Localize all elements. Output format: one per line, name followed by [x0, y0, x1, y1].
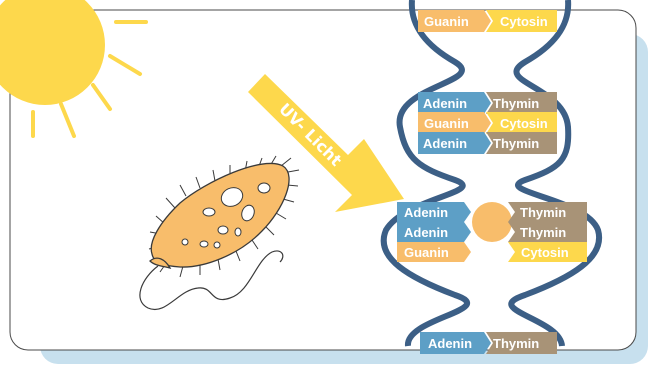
damaged-base-pairs: Adenin Adenin Guanin Thymin Thymin Cytos…: [397, 202, 587, 262]
base-adenin: [420, 332, 491, 354]
organism-vacuoles: [181, 182, 271, 249]
base-thymin: [486, 132, 557, 154]
base-pair-guanin-cytosin: Guanin Cytosin: [418, 112, 557, 134]
base-adenin: [418, 132, 491, 154]
base-adenin-label: Adenin: [423, 96, 467, 111]
base-thymin-label: Thymin: [493, 336, 539, 351]
sun-ray: [91, 83, 112, 111]
base-adenin-label: Adenin: [423, 136, 467, 151]
sun-ray: [108, 54, 142, 76]
base-pair-adenin-thymin: Adenin Thymin: [418, 92, 557, 114]
base-thymin-label: Thymin: [493, 96, 539, 111]
organism-icon: [139, 155, 300, 311]
base-cytosin-label: Cytosin: [500, 116, 548, 131]
base-guanin: [418, 10, 491, 32]
helix-strand-right: [508, 0, 603, 347]
sun-disc: [0, 0, 105, 105]
base-pair-adenin-thymin: Adenin Thymin: [418, 132, 557, 154]
base-thymin: [508, 222, 587, 242]
helix-strand-left: [380, 0, 470, 347]
base-guanin-label: Guanin: [404, 245, 449, 260]
base-thymin: [486, 92, 557, 114]
base-adenin-label: Adenin: [404, 225, 448, 240]
base-pair-adenin-thymin: Adenin Thymin: [420, 332, 557, 354]
base-guanin: [418, 112, 491, 134]
sun-ray: [59, 102, 76, 138]
sun-icon: [0, 0, 148, 138]
base-cytosin: [486, 112, 557, 134]
base-adenin: [397, 202, 471, 222]
base-adenin-label: Adenin: [404, 205, 448, 220]
base-thymin: [508, 202, 587, 222]
panel: [9, 9, 637, 351]
organism-flagellum: [139, 250, 284, 311]
base-cytosin: [508, 242, 587, 262]
base-cytosin-label: Cytosin: [521, 245, 569, 260]
damage-blob: [472, 202, 512, 242]
organism-mouth: [149, 257, 172, 270]
base-adenin: [418, 92, 491, 114]
base-thymin-label: Thymin: [493, 136, 539, 151]
base-guanin-label: Guanin: [424, 116, 469, 131]
base-pair-guanin-cytosin: Guanin Cytosin: [418, 10, 557, 32]
base-cytosin: [486, 10, 557, 32]
base-thymin-label: Thymin: [520, 225, 566, 240]
uv-arrow-shape: [248, 74, 404, 212]
base-thymin: [486, 332, 557, 354]
base-guanin-label: Guanin: [424, 14, 469, 29]
dna-helix: [380, 0, 603, 347]
base-thymin-label: Thymin: [520, 205, 566, 220]
base-adenin-label: Adenin: [428, 336, 472, 351]
base-adenin: [397, 222, 471, 242]
base-cytosin-label: Cytosin: [500, 14, 548, 29]
base-guanin: [397, 242, 471, 262]
